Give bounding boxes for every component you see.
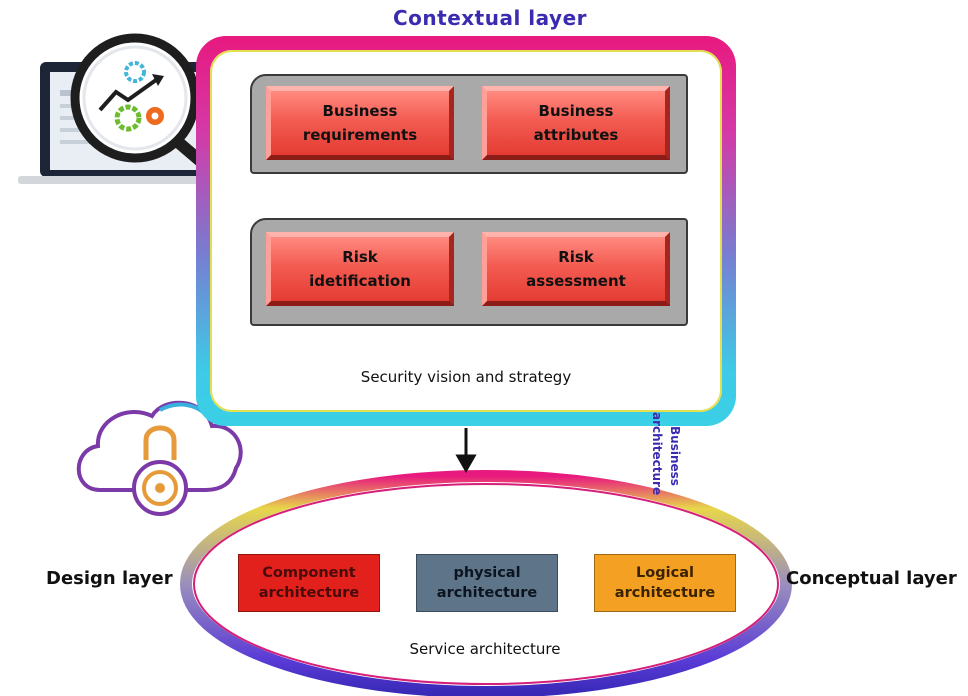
trend-arrow-icon (98, 74, 164, 112)
security-vision-label: Security vision and strategy (360, 368, 572, 386)
logical-architecture-box: Logical architecture (594, 554, 736, 612)
business-architecture-line1: Business (668, 426, 682, 486)
cloud-lock-icon (76, 400, 243, 516)
magnifier-icon (70, 33, 254, 208)
service-architecture-label: Service architecture (409, 640, 561, 658)
gear-icon (114, 61, 164, 132)
business-architecture-label: Business architecture (648, 412, 688, 512)
risk-identification-box: Risk idetification (266, 232, 454, 306)
service-architecture-ring (180, 470, 792, 696)
conceptual-layer-label: Conceptual layer (786, 568, 957, 589)
business-attributes-box: Business attributes (482, 86, 670, 160)
design-layer-label: Design layer (46, 568, 173, 589)
business-architecture-line2: architecture (650, 412, 664, 496)
contextual-layer-title: Contextual layer (393, 6, 587, 30)
physical-architecture-box: physical architecture (416, 554, 558, 612)
component-architecture-box: Component architecture (238, 554, 380, 612)
risk-assessment-box: Risk assessment (482, 232, 670, 306)
business-requirements-box: Business requirements (266, 86, 454, 160)
